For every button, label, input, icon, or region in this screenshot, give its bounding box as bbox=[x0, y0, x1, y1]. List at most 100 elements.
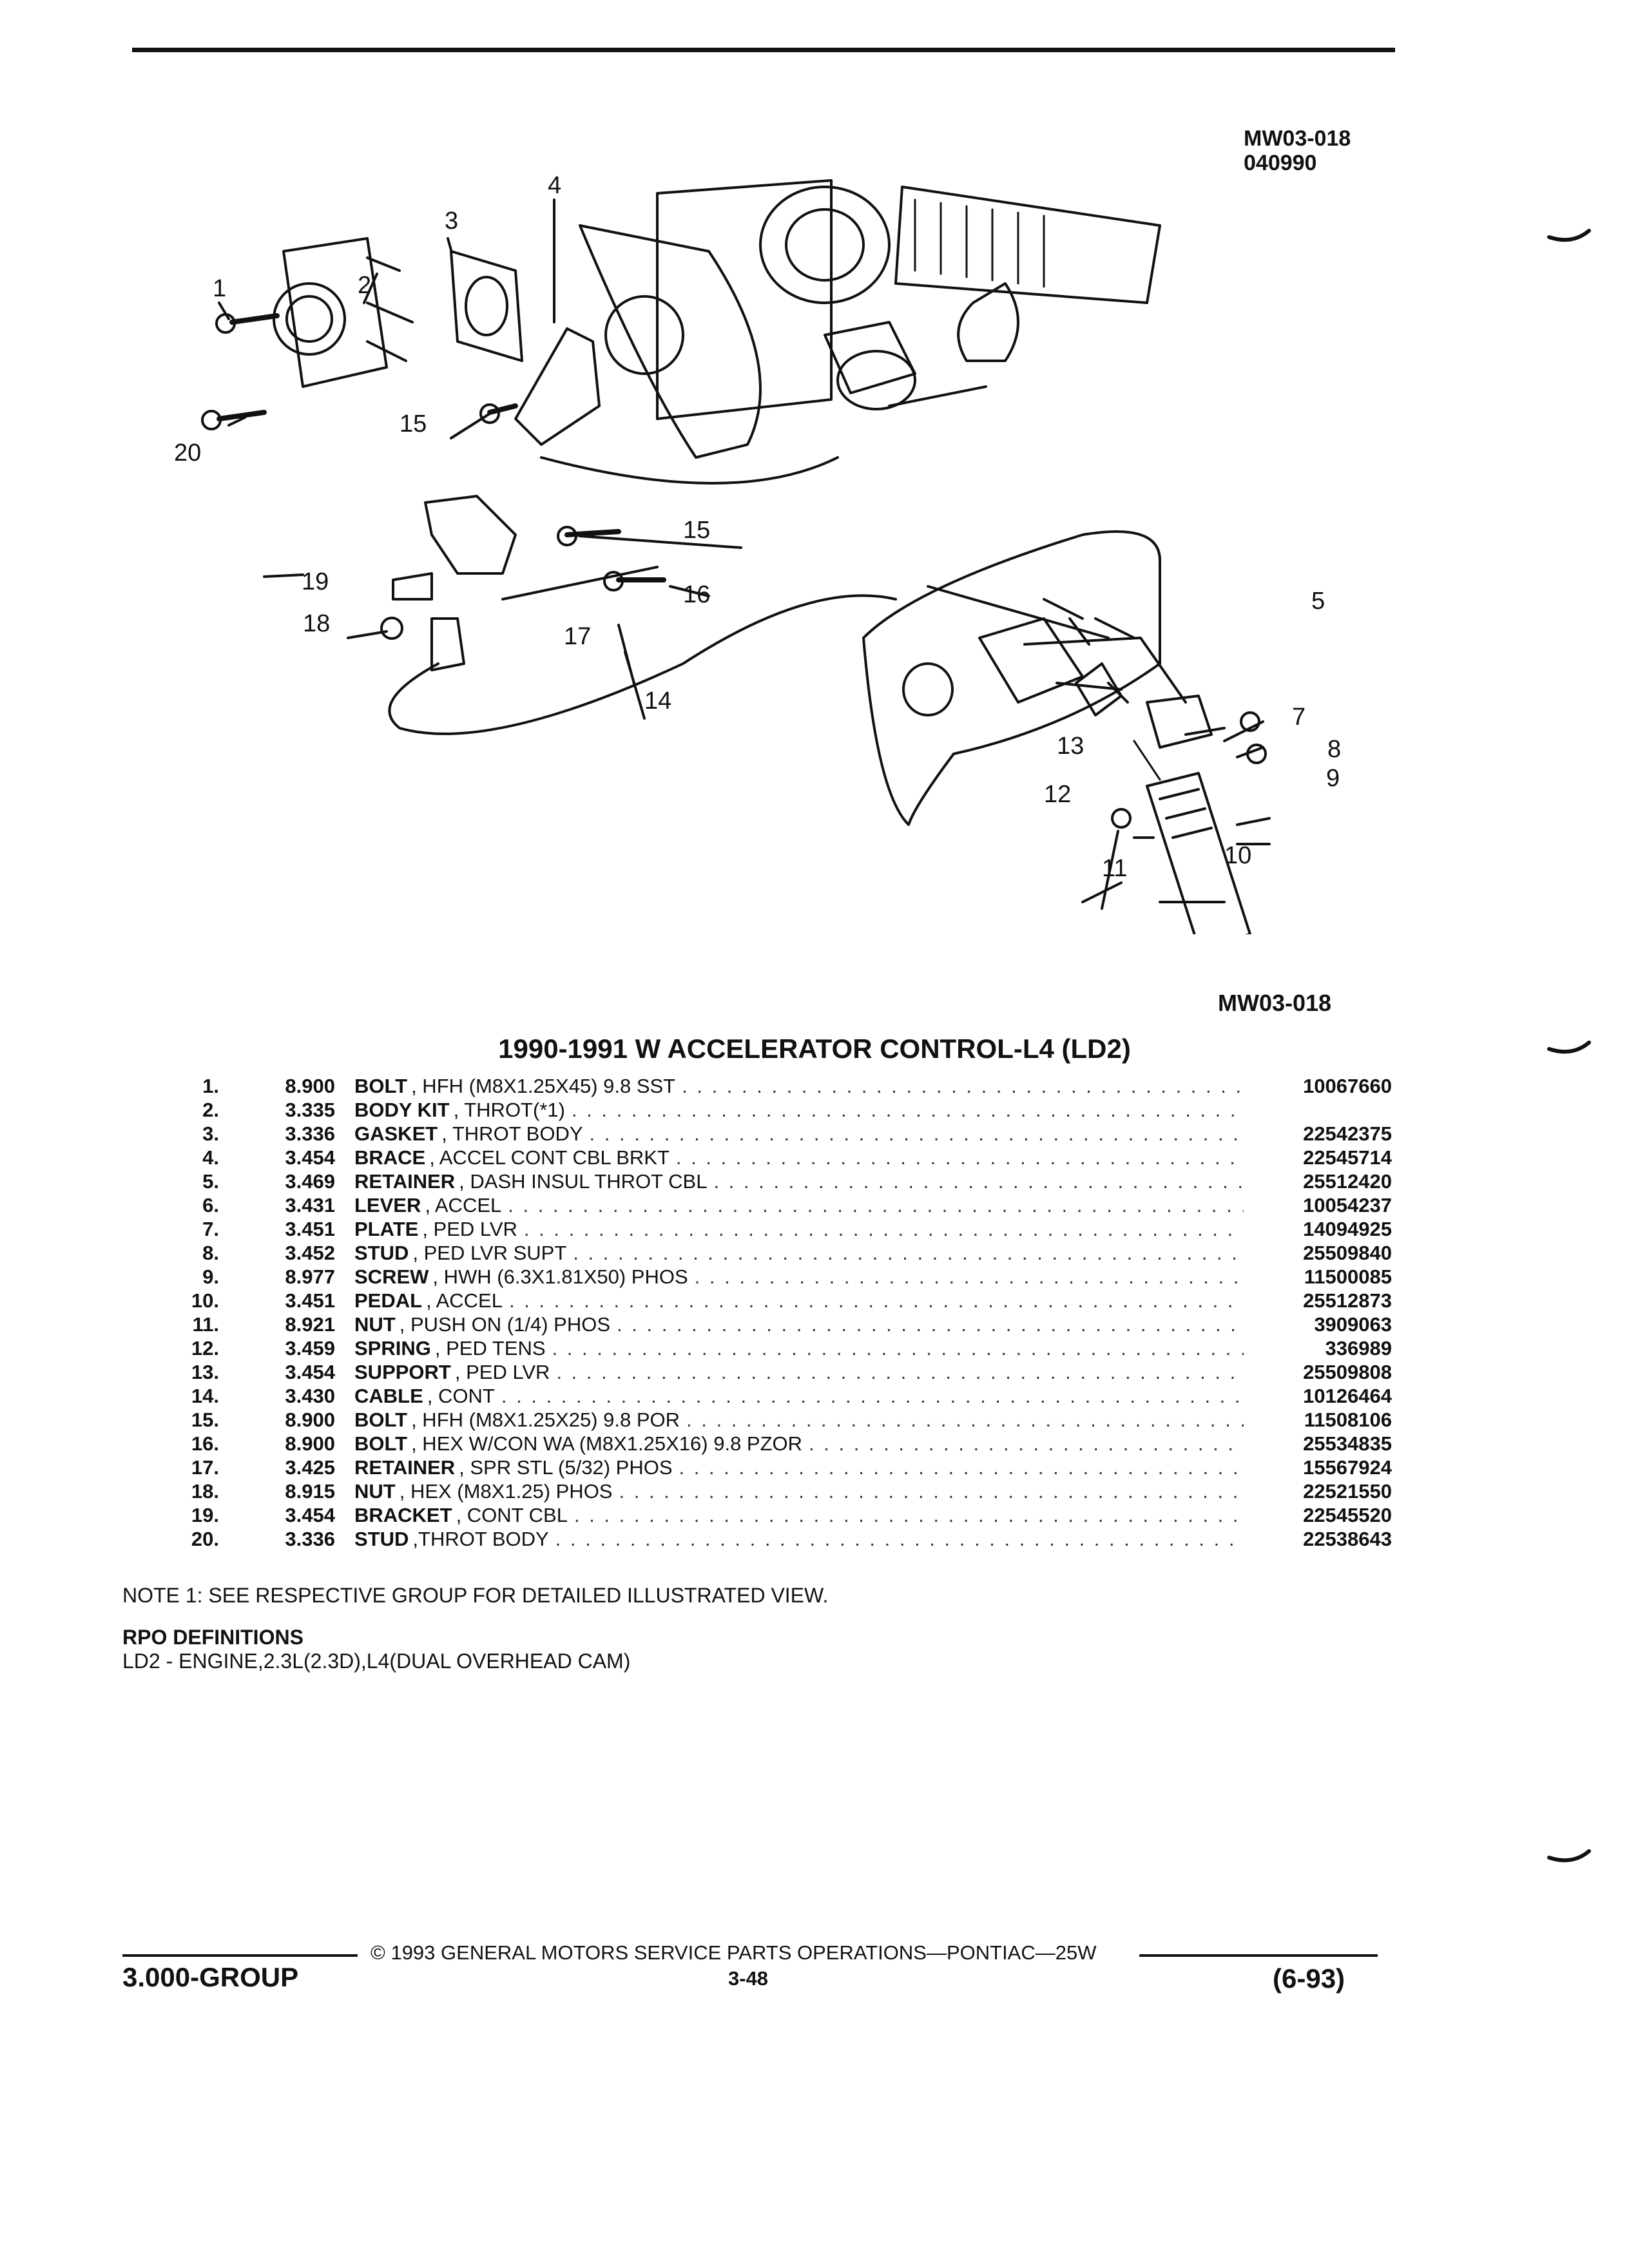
callout-13: 13 bbox=[1057, 733, 1084, 760]
part-number: 22542375 bbox=[1303, 1122, 1392, 1145]
item-number: 17. bbox=[191, 1456, 219, 1479]
item-number: 1. bbox=[202, 1075, 219, 1097]
exploded-view-illustration: 1 2 3 4 5 6 7 8 9 10 11 12 13 14 15 15 1… bbox=[174, 174, 1341, 934]
part-name: PEDAL bbox=[354, 1289, 423, 1312]
leader-dots: . . . . . . . . . . . . . . . . . . . . … bbox=[589, 1122, 1244, 1145]
item-number: 7. bbox=[202, 1218, 219, 1240]
part-name: NUT bbox=[354, 1480, 396, 1503]
figure-id-top: MW03-018 040990 bbox=[1244, 126, 1351, 175]
part-description: , PED LVR SUPT bbox=[412, 1242, 567, 1264]
page-number: 3-48 bbox=[728, 1967, 769, 1990]
parts-list-title: 1990-1991 W ACCELERATOR CONTROL-L4 (LD2) bbox=[498, 1033, 1131, 1064]
binder-mark-icon bbox=[1547, 1041, 1591, 1054]
leader-dots: . . . . . . . . . . . . . . . . . . . . … bbox=[573, 1242, 1244, 1264]
callout-3: 3 bbox=[445, 207, 458, 235]
callout-16: 16 bbox=[683, 581, 710, 608]
item-number: 13. bbox=[191, 1361, 219, 1383]
gasket-shape bbox=[450, 250, 523, 362]
part-number: 22521550 bbox=[1303, 1480, 1392, 1503]
item-number: 19. bbox=[191, 1504, 219, 1526]
part-number: 25512420 bbox=[1303, 1170, 1392, 1193]
leader-dots: . . . . . . . . . . . . . . . . . . . . … bbox=[809, 1432, 1244, 1455]
callout-18: 18 bbox=[303, 610, 330, 637]
part-name: CABLE bbox=[354, 1385, 423, 1407]
part-number: 15567924 bbox=[1303, 1456, 1392, 1479]
callout-4: 4 bbox=[548, 174, 561, 199]
callout-17: 17 bbox=[564, 623, 591, 650]
callout-1: 1 bbox=[213, 275, 226, 302]
part-name: RETAINER bbox=[354, 1170, 456, 1193]
part-description: , SPR STL (5/32) PHOS bbox=[459, 1456, 673, 1479]
part-number: 10054237 bbox=[1303, 1194, 1392, 1216]
revision-date: (6-93) bbox=[1273, 1963, 1345, 1994]
leader-dots: . . . . . . . . . . . . . . . . . . . . … bbox=[679, 1456, 1244, 1479]
item-number: 11. bbox=[192, 1313, 219, 1336]
bracket-plate-shape bbox=[579, 224, 762, 459]
callout-8: 8 bbox=[1327, 736, 1341, 763]
item-number: 18. bbox=[191, 1480, 219, 1503]
callout-19: 19 bbox=[302, 568, 329, 595]
part-description: , PED LVR bbox=[454, 1361, 550, 1383]
part-description: , HFH (M8X1.25X25) 9.8 POR bbox=[411, 1408, 680, 1431]
part-name: STUD bbox=[354, 1242, 409, 1264]
group-number: 3.469 bbox=[285, 1170, 335, 1193]
leader-dots: . . . . . . . . . . . . . . . . . . . . … bbox=[682, 1075, 1244, 1097]
engine-block-shape bbox=[656, 179, 833, 420]
callout-15a: 15 bbox=[400, 410, 427, 437]
part-description: , HWH (6.3X1.81X50) PHOS bbox=[432, 1265, 688, 1288]
item-number: 3. bbox=[202, 1122, 219, 1145]
callout-12: 12 bbox=[1044, 781, 1071, 808]
part-name: SPRING bbox=[354, 1337, 431, 1360]
part-name: PLATE bbox=[354, 1218, 419, 1240]
leader-dots: . . . . . . . . . . . . . . . . . . . . … bbox=[686, 1408, 1244, 1431]
binder-mark-icon bbox=[1547, 229, 1591, 242]
part-description: , HFH (M8X1.25X45) 9.8 SST bbox=[411, 1075, 676, 1097]
group-number: 8.900 bbox=[285, 1075, 335, 1097]
item-number: 14. bbox=[191, 1385, 219, 1407]
group-number: 3.454 bbox=[285, 1504, 335, 1526]
part-number: 11500085 bbox=[1304, 1265, 1392, 1288]
callout-9: 9 bbox=[1326, 765, 1340, 792]
part-number: 22538643 bbox=[1303, 1528, 1392, 1550]
footer-rule-right bbox=[1139, 1954, 1378, 1957]
figure-id: MW03-018 bbox=[1244, 126, 1351, 151]
control-cable-shape bbox=[388, 594, 897, 735]
part-number: 3909063 bbox=[1314, 1313, 1392, 1336]
engine-pulley-shape bbox=[759, 186, 891, 304]
part-name: LEVER bbox=[354, 1194, 421, 1216]
leader-dots: . . . . . . . . . . . . . . . . . . . . … bbox=[555, 1528, 1244, 1550]
leader-dots: . . . . . . . . . . . . . . . . . . . . … bbox=[556, 1361, 1244, 1383]
item-number: 10. bbox=[191, 1289, 219, 1312]
item-number: 5. bbox=[202, 1170, 219, 1193]
leader-dots: . . . . . . . . . . . . . . . . . . . . … bbox=[617, 1313, 1244, 1336]
leader-dots: . . . . . . . . . . . . . . . . . . . . … bbox=[552, 1337, 1244, 1360]
cable-bracket-shape bbox=[424, 495, 517, 575]
group-label: 3.000-GROUP bbox=[122, 1962, 299, 1992]
part-name: GASKET bbox=[354, 1122, 438, 1145]
part-description: , ACCEL bbox=[425, 1194, 502, 1216]
binder-mark-icon bbox=[1547, 1849, 1591, 1863]
part-name: RETAINER bbox=[354, 1456, 456, 1479]
dash-panel-shape bbox=[862, 530, 1161, 826]
part-description: , HEX W/CON WA (M8X1.25X16) 9.8 PZOR bbox=[411, 1432, 803, 1455]
item-number: 8. bbox=[202, 1242, 219, 1264]
pedal-shape bbox=[1146, 772, 1251, 934]
part-name: BODY KIT bbox=[354, 1099, 450, 1121]
group-number: 3.335 bbox=[285, 1099, 335, 1121]
part-name: BOLT bbox=[354, 1408, 408, 1431]
callout-11: 11 bbox=[1102, 855, 1127, 882]
